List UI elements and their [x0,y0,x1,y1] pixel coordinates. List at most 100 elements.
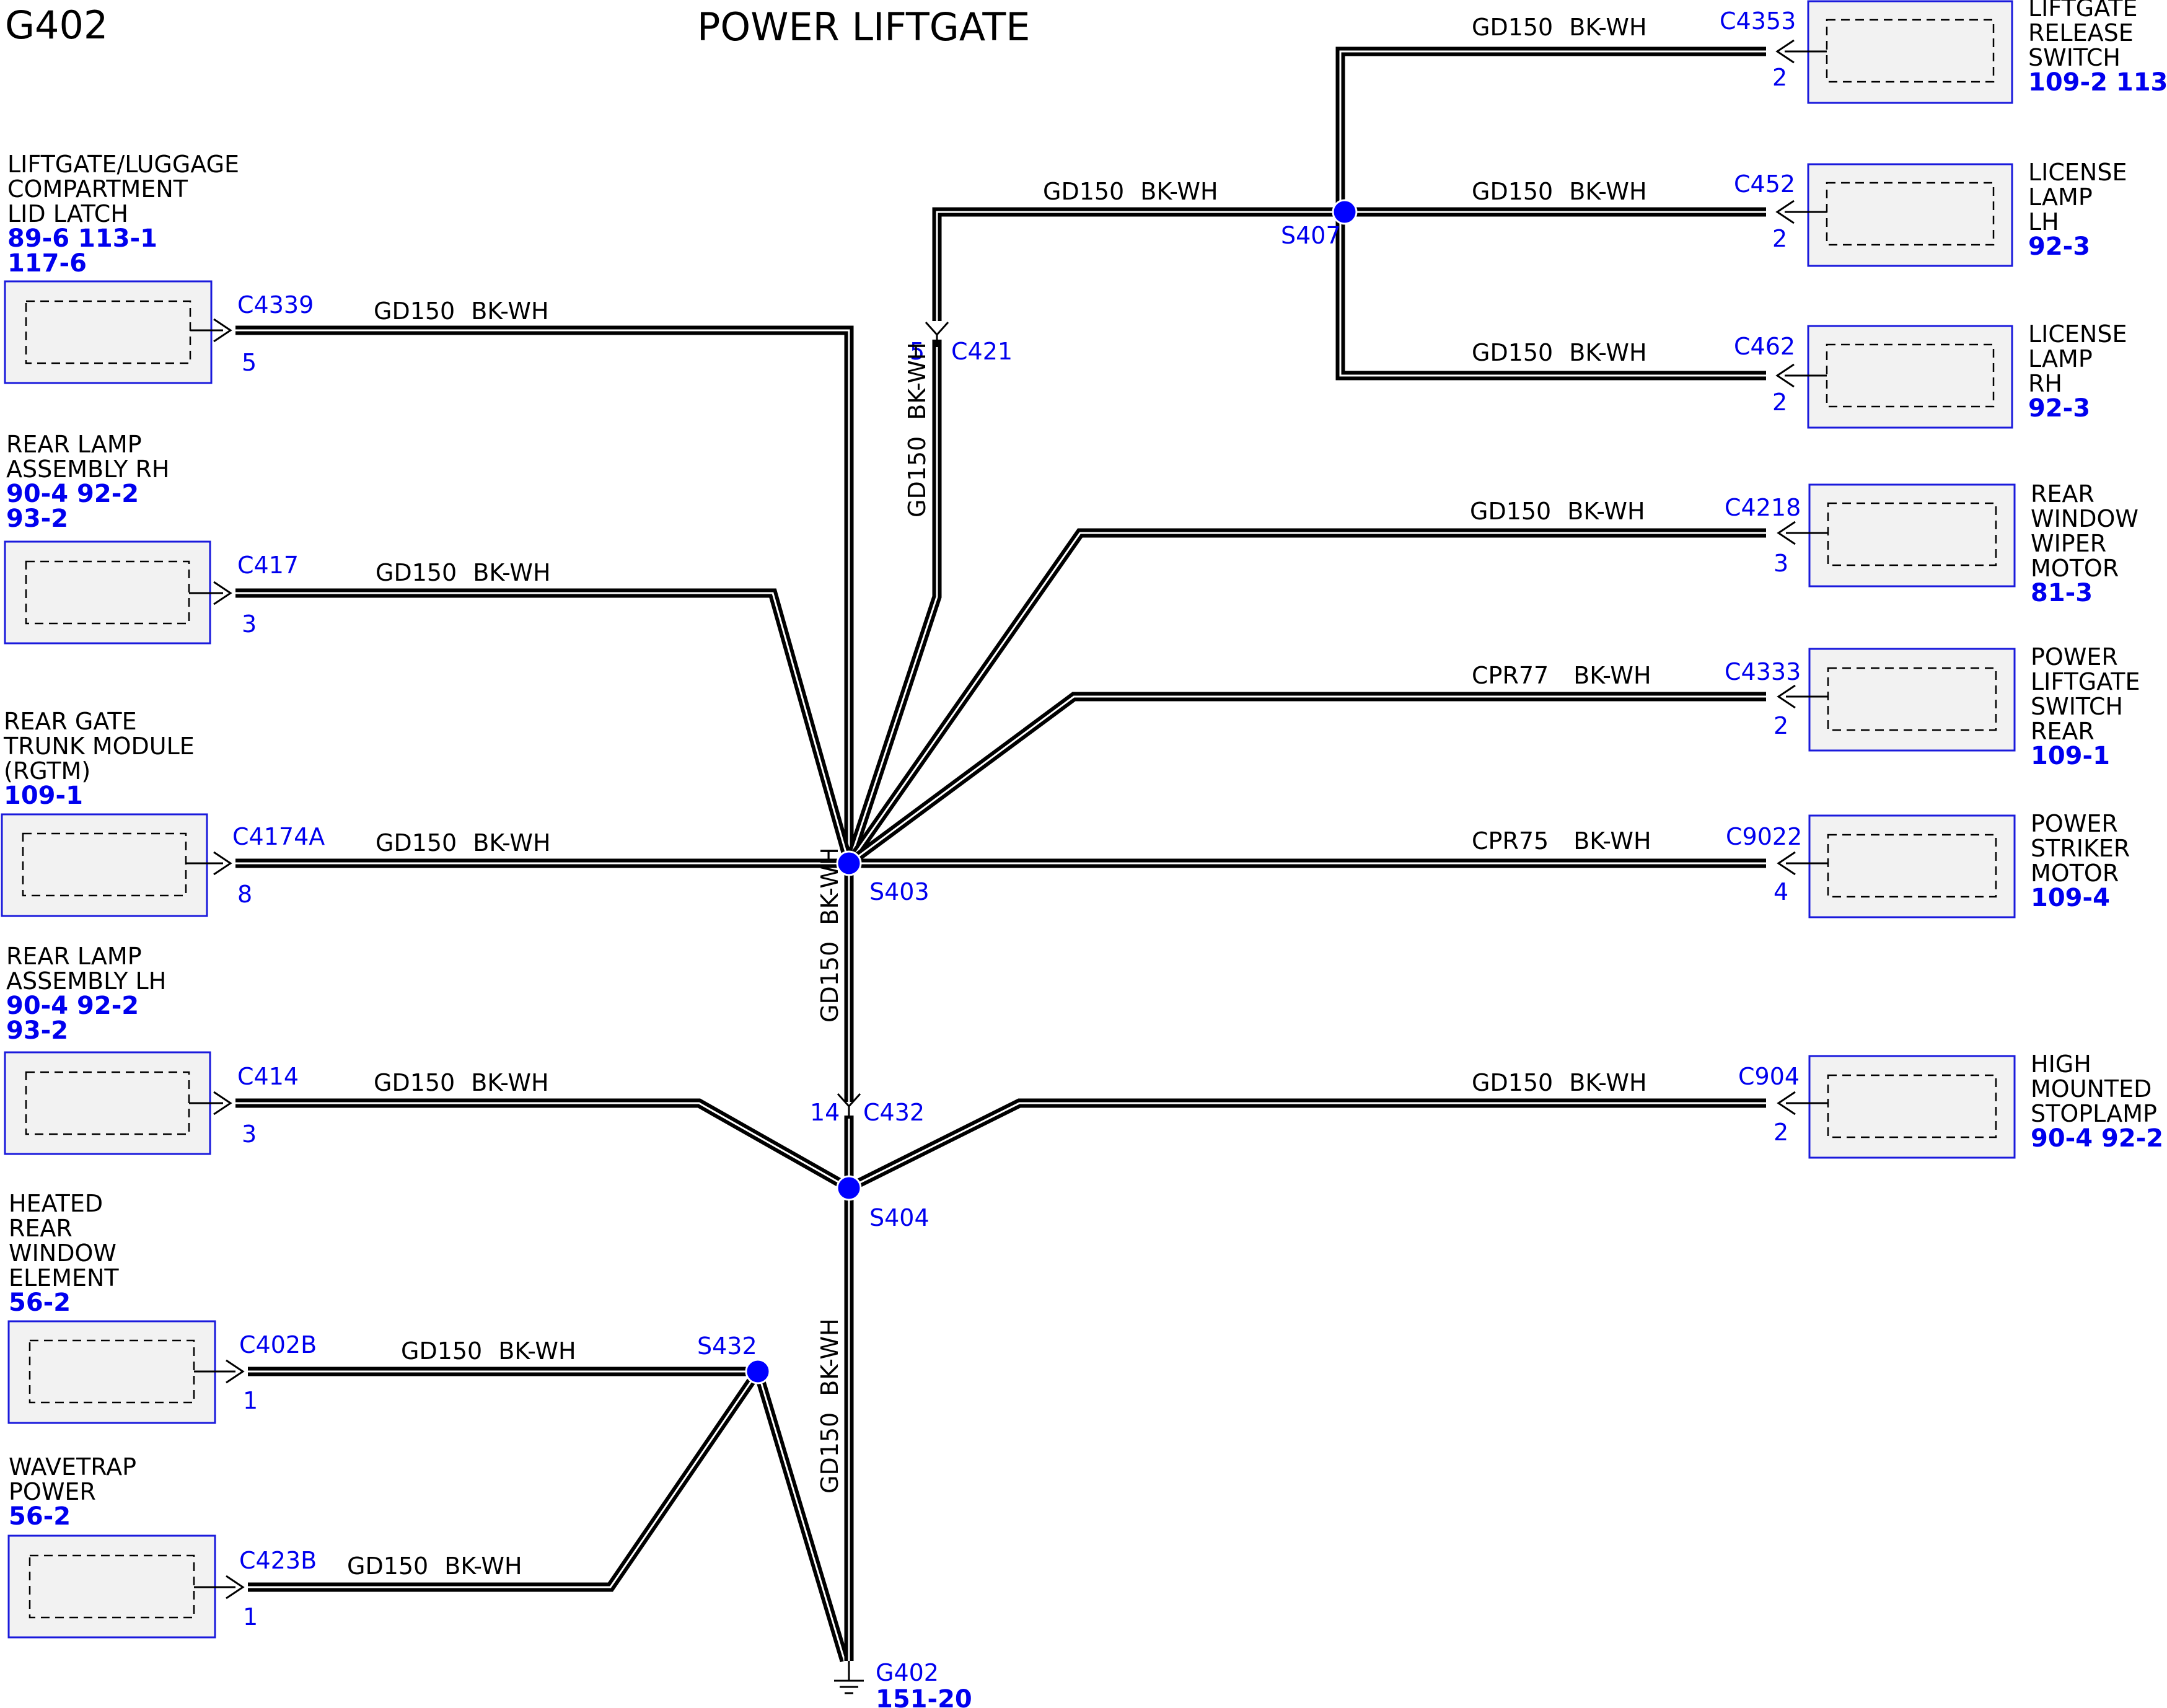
component-inner [29,1554,195,1619]
splice-s403[interactable]: S403 [836,850,930,905]
pin-label: 5 [910,338,925,365]
ground-label: G402 [876,1659,939,1686]
connector-label: C4339 [237,291,314,319]
wire-c423b-s432 [248,1368,762,1592]
wire-c4339-s403 [235,325,854,863]
inline-connector-c432[interactable]: 14 C432 [810,1093,925,1126]
component-box [7,1534,216,1639]
connector-label: C402B [239,1331,317,1358]
component-label: POWER STRIKER MOTOR [2031,810,2137,887]
component-label: LIFTGATE RELEASE SWITCH [2028,0,2145,71]
component-label: HIGH MOUNTED STOPLAMP [2031,1050,2160,1127]
connector-label: C904 [1738,1063,1800,1090]
pin-label: 1 [243,1603,258,1631]
component-box [1,813,208,917]
wire-c904-s404 [846,1098,1766,1192]
component-inner [22,832,187,897]
pin-label: 4 [1774,878,1788,905]
connector-label: C414 [237,1063,299,1090]
pin-label: 5 [242,349,257,376]
wire-s432-g402 [753,1370,850,1663]
splice-label: S403 [869,878,930,905]
component-label: WAVETRAP POWER [9,1453,144,1505]
ground-icon [834,1679,864,1694]
wire-label-c421-s403: GD150BK-WH [903,342,931,517]
pin-label: 1 [243,1387,258,1414]
component-refs: 90-4 92-2 93-2 [6,480,147,533]
component-heated-rear-window[interactable]: HEATED REAR WINDOW ELEMENT 56-2 C402B 1 … [7,1190,576,1424]
component-box [4,540,211,645]
component-rgtm[interactable]: REAR GATE TRUNK MODULE (RGTM) 109-1 C417… [1,708,551,917]
component-inner [1827,834,1997,898]
component-rear-lamp-rh[interactable]: REAR LAMP ASSEMBLY RH 90-4 92-2 93-2 C41… [4,431,551,645]
component-label: REAR GATE TRUNK MODULE (RGTM) [3,708,202,785]
component-rear-lamp-lh[interactable]: REAR LAMP ASSEMBLY LH 90-4 92-2 93-2 C41… [4,943,549,1155]
connector-label: C4218 [1725,494,1801,521]
connector-label: C452 [1734,170,1795,198]
component-refs: 109-1 [2031,742,2110,770]
connector-label: C4174A [232,823,325,850]
component-refs: 109-2 113-2 [2028,68,2167,97]
wire-c4218-s403 [845,528,1766,866]
component-inner [1827,1074,1997,1138]
component-box [4,1051,211,1155]
component-refs: 109-1 [4,781,83,810]
component-refs: 92-3 [2028,394,2090,423]
component-inner [25,300,191,364]
connector-label: C417 [237,552,299,579]
component-label: REAR WINDOW WIPER MOTOR [2031,480,2146,582]
component-box [1808,1055,2016,1159]
component-refs: 56-2 [9,1502,71,1531]
connector-label: C4333 [1725,658,1801,685]
component-refs: 56-2 [9,1288,71,1317]
inline-connector-c421[interactable]: 5 C421 [910,321,1013,365]
splice-s407[interactable]: S407 [1281,199,1358,249]
wire-c417-s403 [235,588,854,865]
component-liftgate-luggage-latch[interactable]: LIFTGATE/LUGGAGE COMPARTMENT LID LATCH 8… [4,151,549,384]
component-box [1808,648,2016,752]
component-box [1807,325,2013,429]
component-box [1807,0,2013,104]
connector-label: C9022 [1726,823,1802,850]
pin-label: 8 [237,881,252,908]
wire-c414-s404 [235,1098,851,1192]
component-box [7,1320,216,1424]
ground-g402[interactable]: G402 151-20 [834,1659,972,1708]
component-refs: 90-4 92-2 [2031,1124,2163,1153]
component-label: HEATED REAR WINDOW ELEMENT [9,1190,124,1292]
splice-label: S407 [1281,222,1341,249]
component-label: LIFTGATE/LUGGAGE COMPARTMENT LID LATCH [7,151,247,227]
connector-label: C421 [951,338,1013,365]
wires [235,46,1766,1663]
pin-label: 14 [810,1099,840,1126]
pin-label: 2 [1772,389,1787,416]
wire-s407-c421 [932,207,1345,321]
page-title: POWER LIFTGATE [697,4,1030,50]
ground-ref: 151-20 [876,1685,972,1708]
splice-s404[interactable]: S404 [836,1175,930,1231]
connector-label: C4353 [1720,7,1796,35]
component-refs: 81-3 [2031,579,2093,607]
wire-c421-s403 [844,340,942,865]
component-label: REAR LAMP ASSEMBLY LH [6,943,166,995]
splice-label: S404 [869,1204,930,1231]
splice-s432[interactable]: S432 [697,1332,771,1384]
wire-c4333-s403 [846,692,1766,868]
component-box [1807,163,2013,267]
